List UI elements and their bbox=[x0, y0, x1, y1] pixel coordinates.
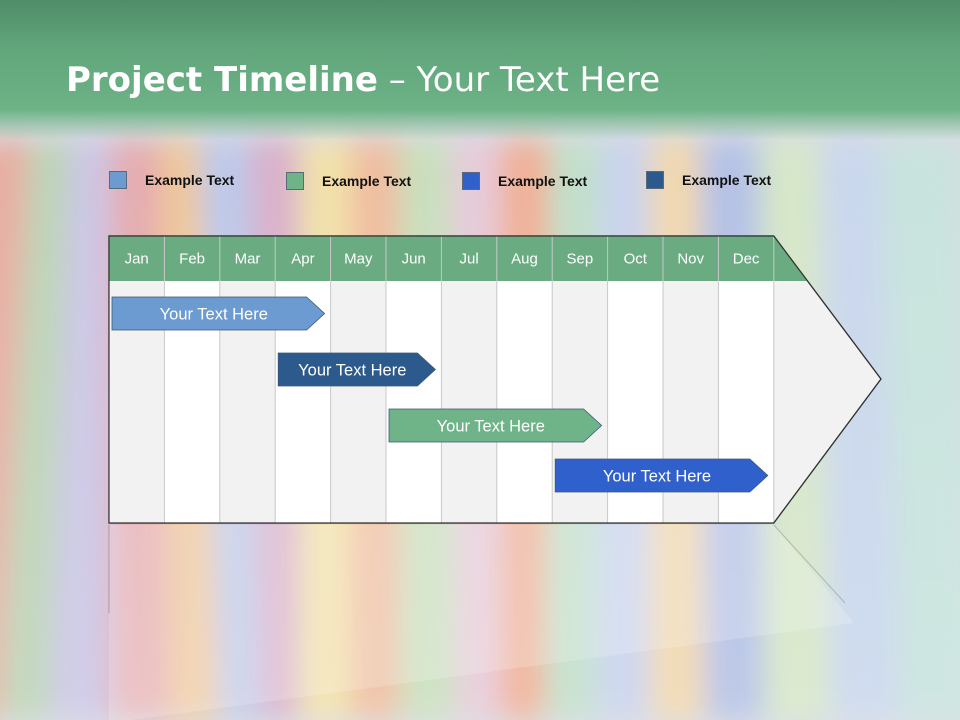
month-label: Nov bbox=[677, 251, 704, 268]
month-label: Oct bbox=[624, 251, 648, 268]
month-label: May bbox=[344, 251, 373, 268]
timeline-reflection bbox=[109, 525, 854, 720]
month-label: Mar bbox=[235, 251, 261, 268]
legend-item: Example Text bbox=[646, 169, 771, 191]
month-label: Sep bbox=[567, 251, 594, 268]
task-bar: Your Text Here bbox=[554, 458, 769, 493]
legend-label: Example Text bbox=[498, 173, 588, 189]
task-bar-arrow bbox=[111, 296, 326, 331]
task-bar-label: Your Text Here bbox=[298, 362, 406, 380]
task-bar-arrow bbox=[277, 352, 436, 387]
month-label: Apr bbox=[291, 251, 314, 268]
legend-swatch bbox=[109, 171, 127, 189]
legend-swatch bbox=[462, 172, 480, 190]
task-bar: Your Text Here bbox=[111, 296, 326, 331]
legend-label: Example Text bbox=[145, 172, 235, 188]
task-bar-arrow bbox=[554, 458, 769, 493]
month-label: Feb bbox=[179, 251, 205, 268]
timeline-arrow-outline bbox=[108, 235, 882, 524]
month-label: Dec bbox=[733, 251, 760, 268]
month-column bbox=[496, 281, 553, 523]
task-bar-label: Your Text Here bbox=[160, 306, 268, 324]
month-column bbox=[330, 281, 386, 523]
month-label: Jul bbox=[460, 251, 479, 268]
task-bar: Your Text Here bbox=[388, 408, 603, 443]
month-column bbox=[386, 281, 442, 523]
legend-item: Example Text bbox=[109, 169, 234, 191]
task-bar: Your Text Here bbox=[277, 352, 436, 387]
month-label: Aug bbox=[511, 251, 538, 268]
legend-label: Example Text bbox=[682, 172, 772, 188]
task-bar-arrow bbox=[388, 408, 603, 443]
task-bar-label: Your Text Here bbox=[437, 418, 545, 436]
month-label: Jun bbox=[402, 251, 426, 268]
legend-label: Example Text bbox=[322, 173, 412, 189]
slide-title: Project Timeline – Your Text Here bbox=[66, 60, 660, 100]
reflection-edge bbox=[773, 524, 846, 604]
month-column bbox=[441, 281, 497, 523]
task-bar-label: Your Text Here bbox=[603, 468, 711, 486]
title-bold: Project Timeline bbox=[66, 60, 378, 100]
month-label: Jan bbox=[125, 251, 149, 268]
header-band: Project Timeline – Your Text Here bbox=[0, 0, 960, 140]
legend-swatch bbox=[286, 172, 304, 190]
title-rest: – Your Text Here bbox=[377, 60, 661, 100]
legend-item: Example Text bbox=[462, 170, 587, 192]
legend-swatch bbox=[646, 171, 664, 189]
legend-item: Example Text bbox=[286, 170, 411, 192]
